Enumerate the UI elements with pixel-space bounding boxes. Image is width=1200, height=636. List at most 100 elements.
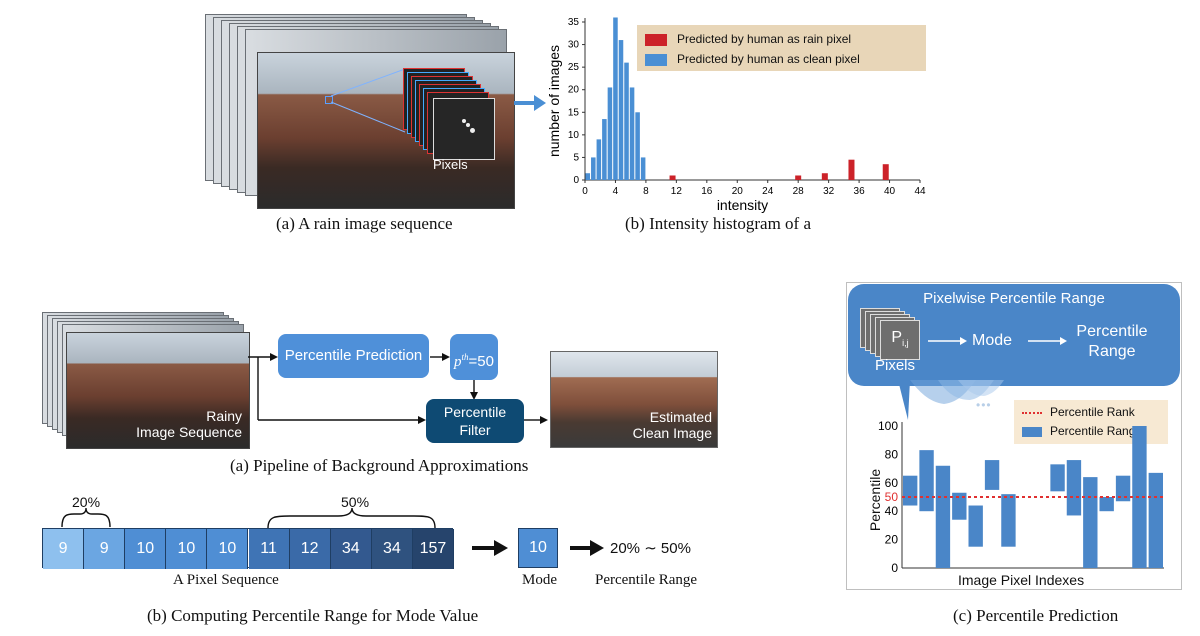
- arrow-to-histogram: [514, 95, 546, 111]
- p-value: =50: [468, 353, 494, 370]
- hist-bar-rain: [821, 173, 828, 180]
- bubble-mode-label: Mode: [972, 332, 1013, 349]
- hist-bar-clean: [607, 87, 613, 180]
- caption-histogram: (b) Intensity histogram of a: [625, 214, 812, 233]
- mode-label: Mode: [522, 572, 557, 588]
- legend-swatch-rain: [645, 33, 667, 46]
- mode-value: 10: [529, 539, 547, 556]
- hist-bar-clean: [635, 112, 640, 180]
- pct-range-bar: [984, 460, 1000, 490]
- rainy-image-stack: Rainy Image Sequence: [42, 312, 250, 449]
- percentile-filter-box: Percentile Filter: [426, 399, 524, 443]
- hist-bar-clean: [629, 87, 635, 180]
- brace-20-label: 20%: [72, 494, 101, 510]
- pct-y-tick-label: 20: [885, 533, 899, 547]
- pixel-sequence-label: A Pixel Sequence: [173, 572, 279, 588]
- sequence-cell: 10: [125, 529, 167, 569]
- rain-image-sequence: Pixels: [205, 14, 515, 209]
- hist-bar-clean: [624, 62, 629, 180]
- hist-bar-clean: [602, 119, 607, 180]
- hist-bar-rain: [848, 159, 855, 180]
- legend-rank-label: Percentile Rank: [1050, 405, 1135, 419]
- rainy-label: Rainy Image Sequence: [66, 408, 242, 440]
- legend-range-swatch: [1022, 426, 1042, 437]
- hist-y-label: number of images: [546, 45, 562, 157]
- pct-range-bar: [1050, 464, 1065, 492]
- pct-range-bar: [903, 475, 918, 506]
- ellipsis: •••: [976, 398, 992, 412]
- hist-x-tick-label: 32: [823, 186, 835, 197]
- sequence-cell: 157: [412, 529, 454, 569]
- hist-x-tick-label: 36: [854, 186, 866, 197]
- caption-rain-sequence: (a) A rain image sequence: [276, 214, 453, 233]
- pct-range-bar: [1001, 494, 1016, 547]
- pct-range-bar: [1099, 497, 1114, 512]
- hist-x-tick-label: 12: [671, 186, 683, 197]
- sequence-cell: 10: [166, 529, 208, 569]
- pct-y-tick-label: 40: [885, 504, 899, 518]
- pct-y-tick-label: 80: [885, 447, 899, 461]
- pct-range-bar: [1148, 472, 1163, 568]
- pct-range-bar: [1083, 477, 1098, 568]
- range-label: Percentile Range: [595, 572, 698, 588]
- pij-sub: i,j: [902, 338, 909, 349]
- p-symbol: p: [454, 354, 462, 370]
- range-text: 20% ∼ 50%: [610, 540, 691, 557]
- hist-bar-rain: [882, 164, 889, 180]
- hist-x-tick-label: 24: [762, 186, 774, 197]
- brace-50-label: 50%: [341, 494, 370, 510]
- percentile-prediction-label: Percentile Prediction: [284, 347, 423, 364]
- pct-range-bar: [1066, 460, 1082, 516]
- sequence-cell: 34: [330, 529, 372, 569]
- mode-cell: 10: [518, 528, 558, 568]
- hist-y-tick-label: 30: [568, 40, 580, 51]
- hist-x-tick-label: 0: [582, 186, 588, 197]
- hist-bar-clean: [591, 157, 596, 180]
- sequence-cell: 10: [207, 529, 249, 569]
- bubble-title: Pixelwise Percentile Range: [923, 290, 1105, 307]
- caption-prediction: (c) Percentile Prediction: [953, 606, 1119, 625]
- pij-main: P: [891, 329, 903, 346]
- hist-bar-clean: [613, 17, 618, 180]
- estimated-clean-image: Estimated Clean Image: [550, 351, 718, 448]
- bubble-pixels-label: Pixels: [875, 357, 916, 374]
- hist-y-tick-label: 20: [568, 85, 580, 96]
- legend-rank-swatch: [1022, 411, 1042, 414]
- hist-x-label: intensity: [717, 197, 768, 213]
- pct-range-bar: [935, 465, 951, 568]
- pixel-stack: [403, 68, 498, 168]
- bubble-arrows: [928, 337, 1067, 345]
- hist-bar-rain: [795, 175, 802, 180]
- estimated-label-line2: Clean Image: [632, 425, 712, 441]
- hist-x-tick-label: 28: [793, 186, 805, 197]
- pct-rank-label: 50: [885, 490, 899, 504]
- estimated-label-line1: Estimated: [649, 409, 712, 425]
- pct-y-tick-label: 60: [885, 476, 899, 490]
- hist-x-tick-label: 16: [701, 186, 713, 197]
- hist-bar-rain: [669, 175, 676, 180]
- hist-y-tick-label: 25: [568, 62, 580, 73]
- percentile-ylabel: Percentile: [867, 468, 883, 532]
- selected-pixel-marker: [325, 96, 333, 104]
- hist-y-tick-label: 15: [568, 107, 580, 118]
- percentile-prediction-box: Percentile Prediction: [278, 334, 429, 378]
- hist-y-tick-label: 35: [568, 17, 580, 28]
- hist-y-tick-label: 10: [568, 130, 580, 141]
- sequence-cell: 9: [43, 529, 85, 569]
- percentile-legend: Percentile Rank Percentile Range: [1014, 400, 1168, 444]
- hist-x-tick-label: 4: [613, 186, 619, 197]
- sequence-cell: 11: [248, 529, 290, 569]
- rainy-label-line2: Image Sequence: [136, 424, 242, 440]
- pct-range-bar: [1132, 426, 1147, 568]
- pct-range-bar: [952, 492, 967, 520]
- bubble-range-line1: Percentile: [1076, 323, 1148, 340]
- bubble-range-label: Percentile Range: [1068, 322, 1156, 362]
- hist-bar-clean: [585, 173, 591, 180]
- prediction-panel: [846, 282, 1182, 590]
- hist-bar-clean: [596, 139, 602, 180]
